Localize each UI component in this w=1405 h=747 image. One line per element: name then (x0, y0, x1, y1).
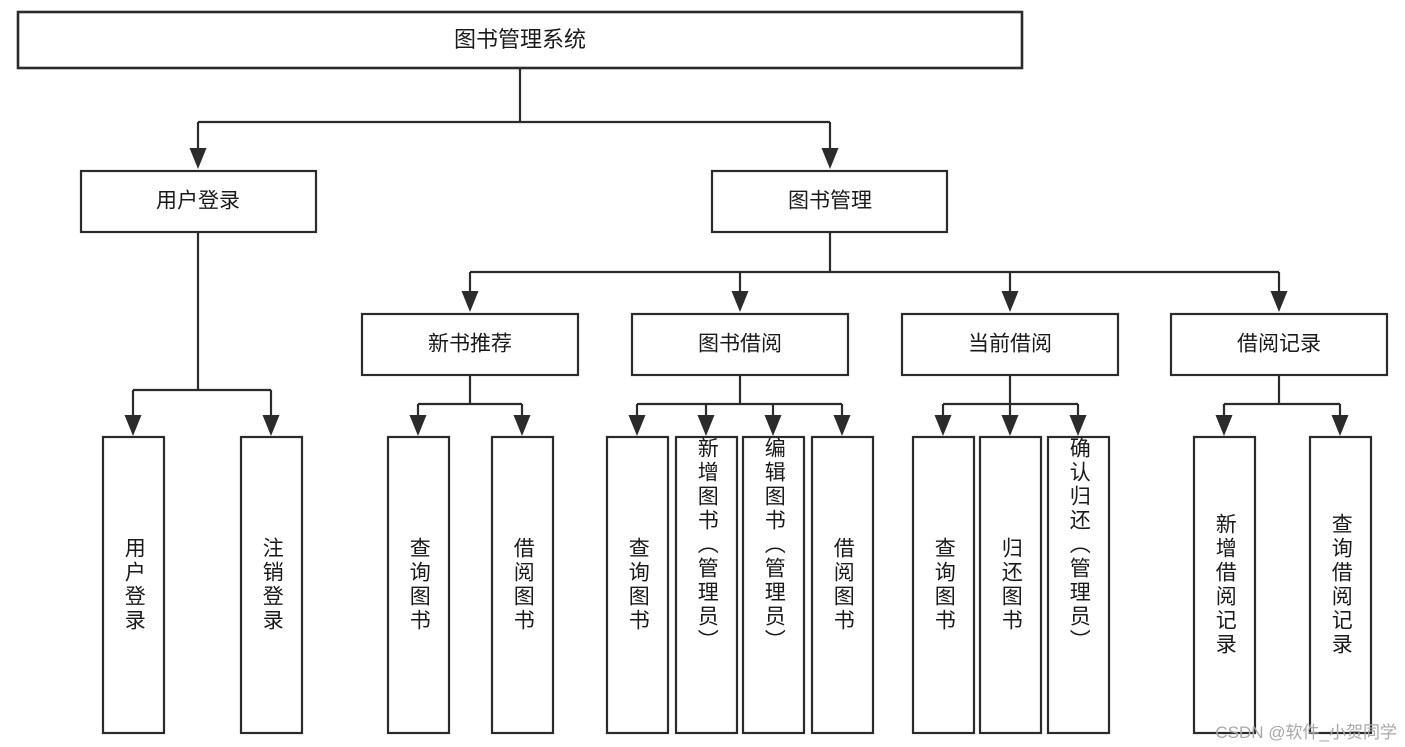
node-user-login-label: 用户登录 (156, 190, 240, 213)
leaf-box-current-borrow-2[interactable] (1046, 435, 1111, 735)
node-new-book-recommend-label: 新书推荐 (428, 333, 512, 356)
leaf-box-book-borrow-0[interactable] (605, 435, 670, 735)
node-borrow-record-box[interactable] (1169, 312, 1389, 377)
leaf-box-book-borrow-2[interactable] (741, 435, 806, 735)
leaf-box-current-borrow-0[interactable] (911, 435, 976, 735)
leaf-box-book-borrow-1[interactable] (674, 435, 739, 735)
leaf-box-new-book-0[interactable] (386, 435, 451, 735)
arrow-icon-current-borrow-leaf-2 (1069, 415, 1087, 436)
connector-group-new-book (409, 375, 531, 436)
connector-group-current-borrow (934, 375, 1087, 436)
node-new-book-recommend-box[interactable] (360, 312, 580, 377)
arrow-icon-book-borrow-leaf-0 (628, 415, 646, 436)
node-root-label: 图书管理系统 (454, 27, 586, 52)
arrow-icon-borrow-record (1270, 291, 1288, 312)
leaf-box-current-borrow-1[interactable] (978, 435, 1043, 735)
arrow-icon-user-login (189, 148, 207, 169)
node-book-management-label: 图书管理 (788, 190, 872, 213)
node-root-box[interactable] (16, 10, 1024, 70)
node-book-borrow[interactable]: 图书借阅 (630, 312, 850, 377)
leaf-box-user-login-0[interactable] (101, 435, 166, 735)
arrow-icon-current-borrow-leaf-0 (934, 415, 952, 436)
leaf-box-user-login-1[interactable] (239, 435, 304, 735)
arrow-icon-book-mgmt (821, 148, 839, 169)
arrow-icon-user-login-leaf-0 (124, 415, 142, 436)
node-user-login-box[interactable] (79, 169, 318, 234)
node-book-management[interactable]: 图书管理 (710, 169, 949, 234)
arrow-icon-new-book-leaf-0 (409, 415, 427, 436)
node-new-book-recommend[interactable]: 新书推荐 (360, 312, 580, 377)
connector-group-book-borrow (628, 375, 851, 436)
node-book-borrow-label: 图书借阅 (698, 333, 782, 356)
node-book-management-box[interactable] (710, 169, 949, 234)
leaf-box-borrow-record-0[interactable] (1192, 435, 1257, 735)
arrow-icon-book-borrow-leaf-2 (764, 415, 782, 436)
connector-group-root (189, 68, 839, 169)
node-book-borrow-box[interactable] (630, 312, 850, 377)
arrow-icon-book-borrow (731, 291, 749, 312)
connector-group-user-login (124, 232, 280, 436)
arrow-icon-user-login-leaf-1 (262, 415, 280, 436)
node-user-login[interactable]: 用户登录 (79, 169, 318, 234)
arrow-icon-new-book-leaf-1 (513, 415, 531, 436)
connector-group-book-mgmt (461, 232, 1288, 312)
arrow-icon-new-book (461, 291, 479, 312)
node-root[interactable]: 图书管理系统 (16, 10, 1024, 70)
arrow-icon-borrow-record-leaf-0 (1215, 415, 1233, 436)
arrow-icon-current-borrow-leaf-1 (1001, 415, 1019, 436)
leaf-box-group (101, 435, 1373, 735)
node-current-borrow-box[interactable] (900, 312, 1120, 377)
node-borrow-record-label: 借阅记录 (1237, 333, 1321, 356)
leaf-box-new-book-1[interactable] (490, 435, 555, 735)
arrow-icon-book-borrow-leaf-3 (833, 415, 851, 436)
arrow-icon-borrow-record-leaf-1 (1331, 415, 1349, 436)
node-borrow-record[interactable]: 借阅记录 (1169, 312, 1389, 377)
connector-group-borrow-record (1215, 375, 1349, 436)
arrow-icon-book-borrow-leaf-1 (697, 415, 715, 436)
node-current-borrow-label: 当前借阅 (968, 333, 1052, 356)
leaf-box-book-borrow-3[interactable] (810, 435, 875, 735)
node-current-borrow[interactable]: 当前借阅 (900, 312, 1120, 377)
arrow-icon-current-borrow (1001, 291, 1019, 312)
leaf-box-borrow-record-1[interactable] (1308, 435, 1373, 735)
